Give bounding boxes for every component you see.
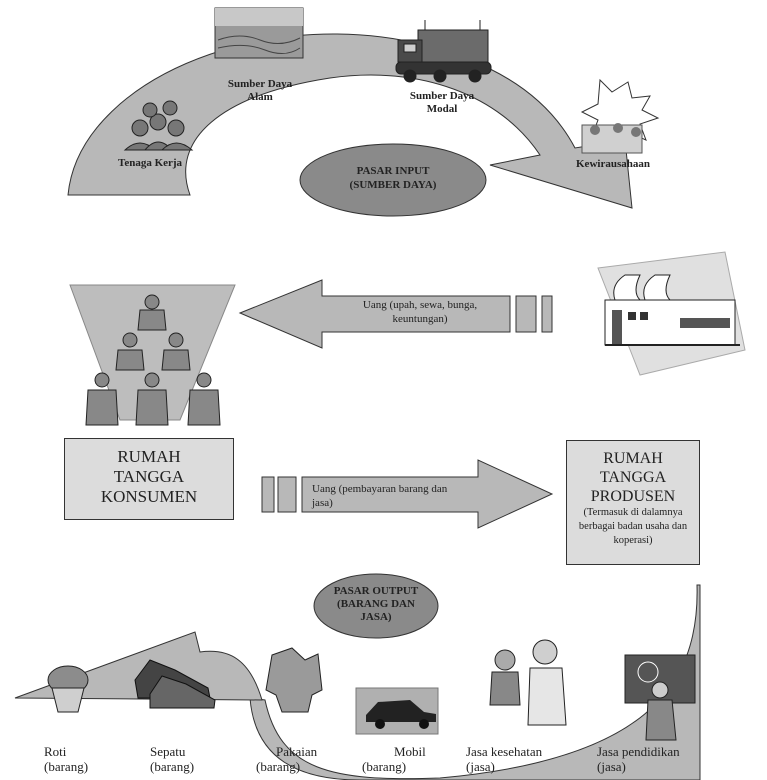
capital-truck-picture	[395, 20, 492, 83]
entrepreneurship-label: Kewirausahaan	[576, 158, 650, 170]
money-to-consumer-tick-1	[515, 295, 537, 333]
consumer-box-line1: RUMAH	[117, 447, 181, 466]
goods-item-shoes: Sepatu (barang)	[150, 744, 194, 774]
goods-item-name: Jasa kesehatan	[466, 744, 543, 759]
consumer-household-box: RUMAH TANGGA KONSUMEN	[64, 438, 234, 520]
goods-item-kind: (jasa)	[466, 759, 495, 774]
goods-item-name: Pakaian	[276, 744, 318, 759]
labor-people-picture	[123, 100, 194, 151]
capital-label-line2: Modal	[426, 103, 458, 115]
goods-item-car: Mobil (barang)	[362, 744, 426, 774]
bread-picture	[47, 665, 89, 713]
consumer-people-picture	[69, 284, 236, 426]
consumer-box-line2: TANGGA	[113, 467, 185, 486]
education-service-picture	[624, 654, 696, 741]
input-market-title: PASAR INPUT (SUMBER DAYA)	[330, 164, 456, 192]
producer-box-line3: PRODUSEN	[590, 488, 676, 505]
money-to-consumer-arrow	[238, 279, 511, 349]
producer-box-note-line2: berbagai badan usaha dan	[578, 521, 688, 532]
money-to-producer-tick-2	[277, 476, 297, 513]
goods-item-clothes: Pakaian (barang)	[256, 744, 317, 774]
producer-household-box: RUMAH TANGGA PRODUSEN (Termasuk di dalam…	[566, 440, 700, 565]
goods-item-name: Mobil	[394, 744, 426, 759]
capital-label: Sumber Daya Modal	[392, 90, 492, 116]
input-market-title-line1: PASAR INPUT	[356, 165, 430, 177]
producer-box-line2: TANGGA	[599, 469, 667, 486]
money-to-producer-label-line1: Uang (pembayaran barang dan	[312, 483, 448, 495]
goods-item-kind: (barang)	[150, 759, 195, 774]
clothes-picture	[265, 647, 323, 713]
goods-item-kind: (jasa)	[597, 759, 626, 774]
input-market-title-line2: (SUMBER DAYA)	[349, 179, 437, 191]
factory-picture	[597, 251, 746, 376]
output-market-ellipse	[313, 573, 439, 639]
natural-resources-picture	[214, 7, 304, 59]
producer-box-note-line3: koperasi)	[613, 535, 653, 546]
output-market-title-line1: PASAR OUTPUT	[333, 585, 419, 597]
consumer-box-line3: KONSUMEN	[100, 487, 198, 506]
goods-item-kind: (barang)	[44, 759, 89, 774]
goods-item-education: Jasa pendidikan (jasa)	[597, 744, 680, 774]
output-market-title-line3: JASA)	[360, 611, 392, 623]
health-service-picture	[489, 639, 567, 726]
output-market-title-line2: (BARANG DAN	[337, 598, 415, 610]
car-picture	[355, 687, 439, 735]
natural-resources-label-line2: Alam	[247, 91, 273, 103]
goods-item-kind: (barang)	[256, 759, 301, 774]
money-to-producer-label-line2: jasa)	[312, 497, 333, 509]
entrepreneurship-picture	[580, 78, 660, 154]
output-market-title: PASAR OUTPUT (BARANG DAN JASA)	[318, 585, 434, 624]
input-market-ellipse	[299, 143, 487, 217]
shoes-picture	[134, 659, 216, 709]
money-to-consumer-label: Uang (upah, sewa, bunga, keuntungan)	[340, 298, 500, 326]
money-to-producer-arrow	[301, 459, 554, 529]
natural-resources-label: Sumber Daya Alam	[210, 78, 310, 104]
natural-resources-label-line1: Sumber Daya	[227, 78, 293, 90]
goods-item-name: Jasa pendidikan	[597, 744, 680, 759]
money-to-consumer-tick-2	[541, 295, 553, 333]
money-to-consumer-label-line1: Uang (upah, sewa, bunga,	[362, 299, 478, 311]
capital-label-line1: Sumber Daya	[409, 90, 475, 102]
producer-box-note-line1: (Termasuk di dalamnya	[583, 507, 683, 518]
goods-item-name: Roti	[44, 744, 67, 759]
money-to-producer-tick-1	[261, 476, 275, 513]
goods-item-kind: (barang)	[362, 759, 407, 774]
money-to-consumer-label-line2: keuntungan)	[392, 313, 448, 325]
labor-label: Tenaga Kerja	[118, 157, 183, 169]
goods-item-name: Sepatu	[150, 744, 186, 759]
producer-box-line1: RUMAH	[603, 450, 663, 467]
goods-item-bread: Roti (barang)	[44, 744, 88, 774]
goods-item-health: Jasa kesehatan (jasa)	[466, 744, 542, 774]
money-to-producer-label: Uang (pembayaran barang dan jasa)	[312, 482, 482, 510]
